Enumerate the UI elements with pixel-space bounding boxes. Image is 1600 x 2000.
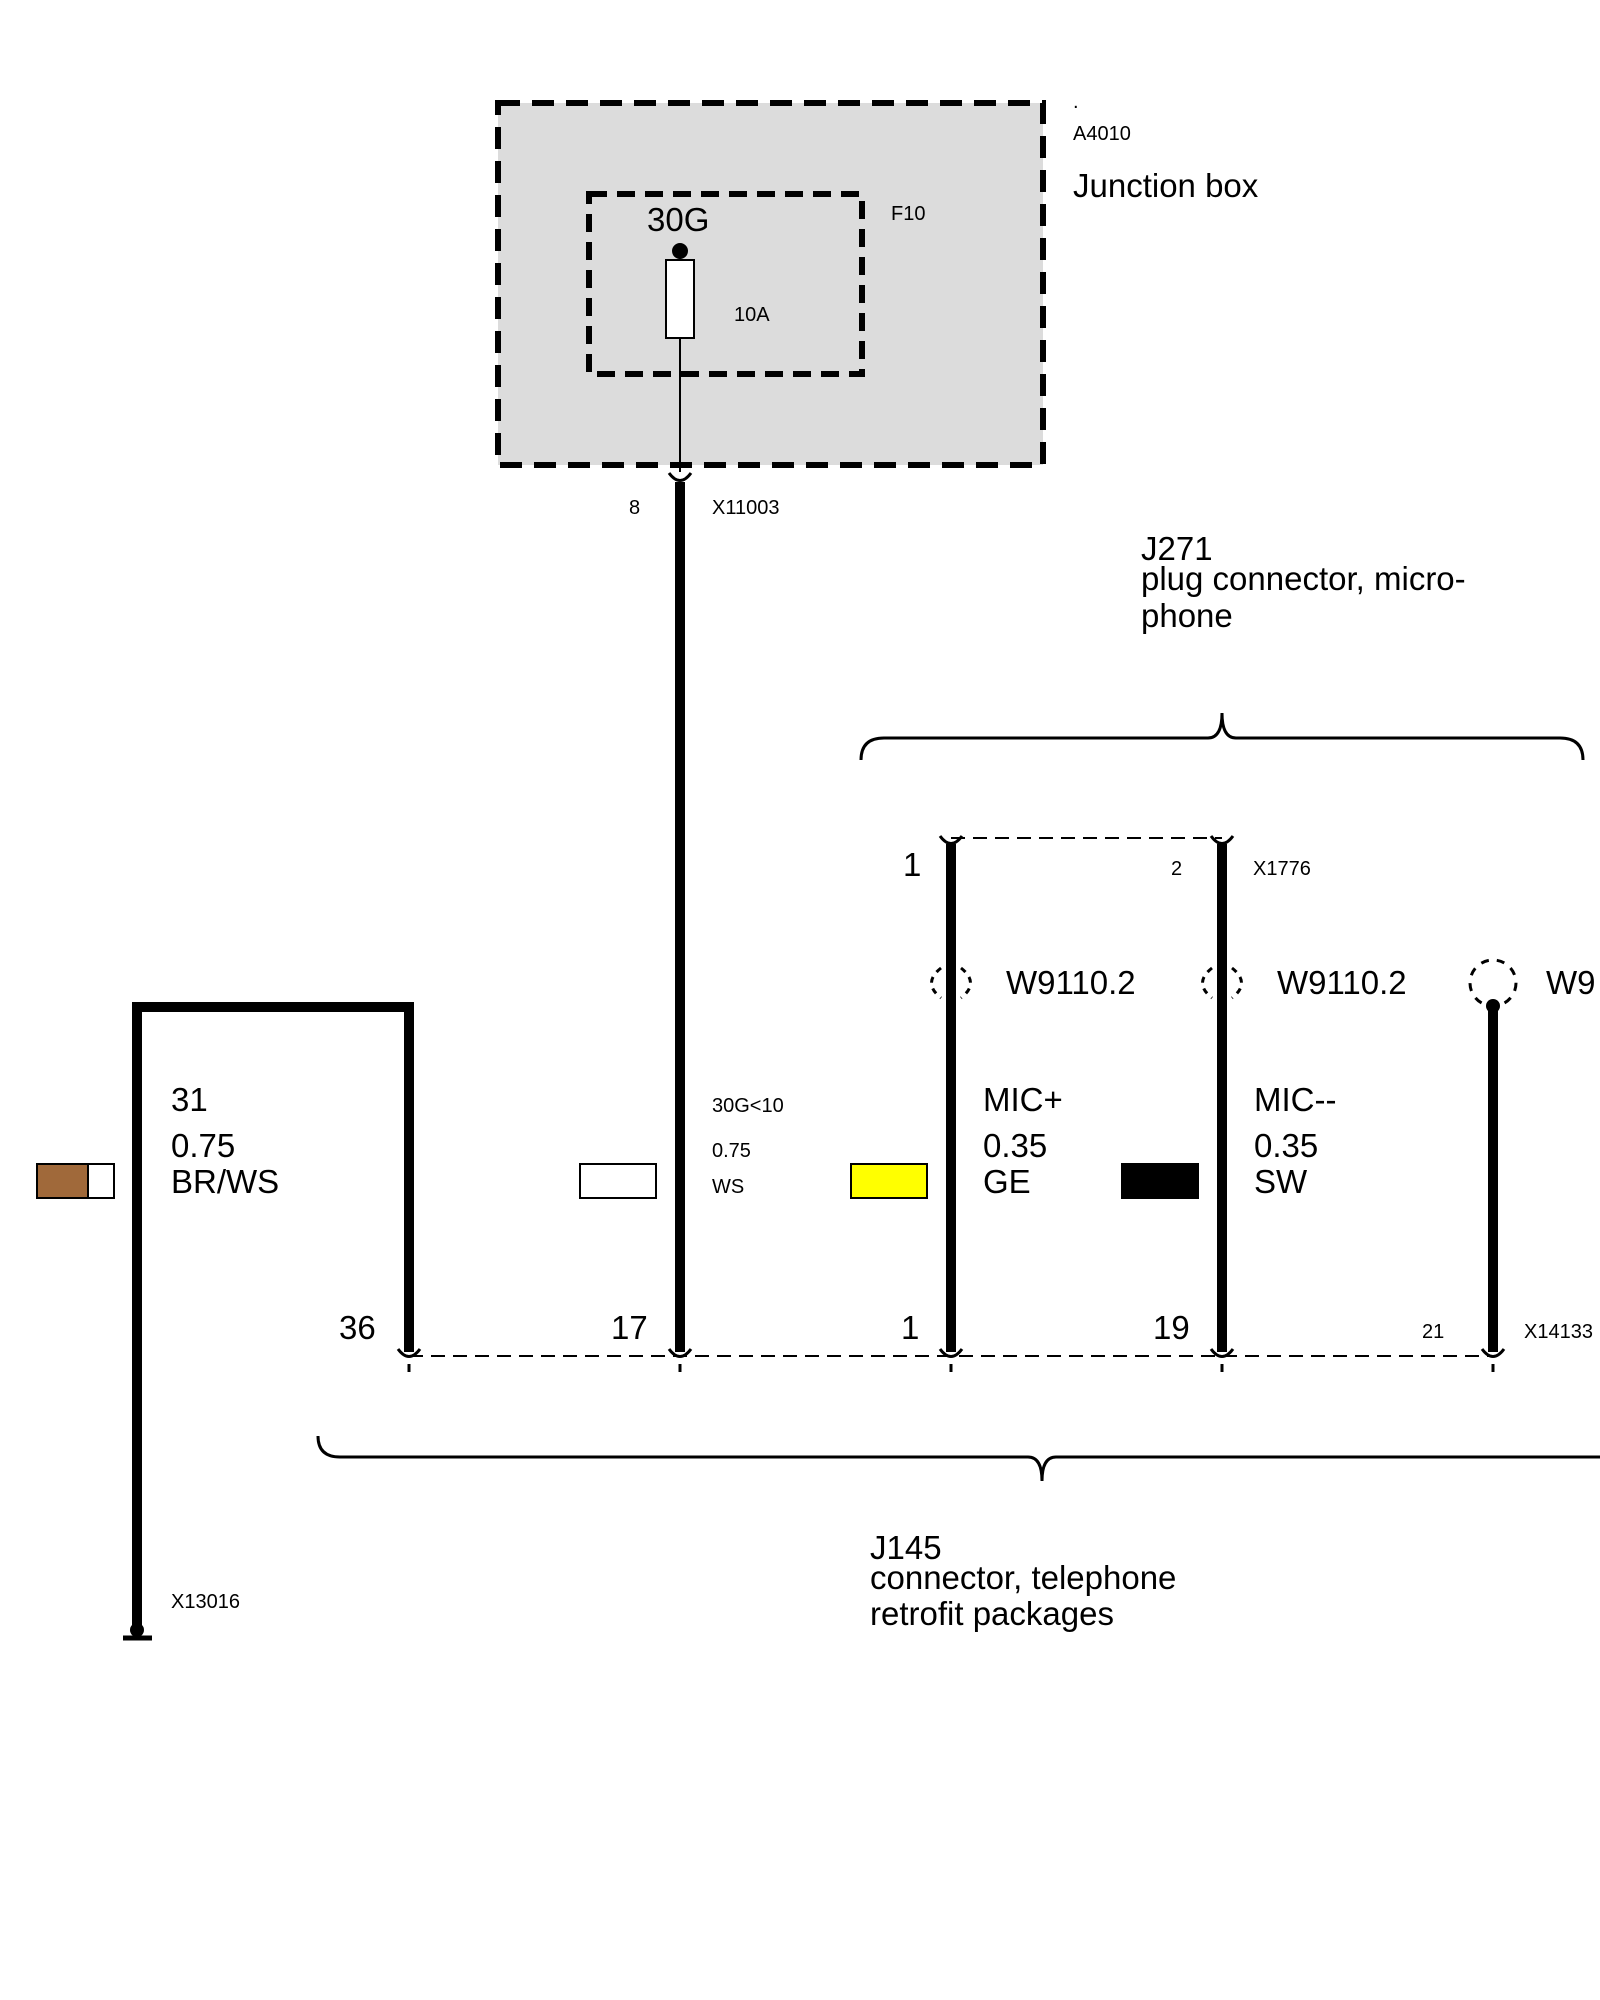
fuse-rating: 10A <box>734 304 770 326</box>
pin-19-label: 19 <box>1153 1309 1190 1346</box>
shield-2-right-arc <box>1231 966 1243 1000</box>
pin-21-socket <box>1480 1348 1506 1372</box>
shield-markers: W9110.2 W9110.2 W9 <box>930 958 1596 1013</box>
fuse-symbol <box>665 259 695 339</box>
j271-desc-line2: phone <box>1141 597 1233 634</box>
wire-mic-plus-color-swatch <box>850 1163 928 1199</box>
fuse-id: F10 <box>891 203 925 225</box>
j271-pin-2-label: 2 <box>1171 858 1182 880</box>
connector-x1776: X1776 <box>1253 858 1311 880</box>
connector-x13016: X13016 <box>171 1591 240 1613</box>
junction-box-id: A4010 <box>1073 123 1131 145</box>
j271-pin-2-socket <box>1209 835 1235 845</box>
connector-x14133: X14133 <box>1524 1321 1593 1343</box>
wire-mic-plus-color-code: GE <box>983 1163 1031 1200</box>
fuse-terminal-label: 30G <box>647 201 709 238</box>
pin-1-socket <box>938 1348 964 1372</box>
wire-mic-minus-signal: MIC-- <box>1254 1081 1336 1118</box>
pin-36-socket <box>396 1348 422 1372</box>
pin-1-label: 1 <box>901 1309 919 1346</box>
wire-31-color-swatch-stripe <box>87 1163 115 1199</box>
j145-desc-line2: retrofit packages <box>870 1595 1114 1632</box>
j145-id: J145 <box>870 1529 942 1566</box>
wire-30g-gauge: 0.75 <box>712 1140 751 1162</box>
wire-mic-minus-color-code: SW <box>1254 1163 1308 1200</box>
junction-box-outline <box>495 100 1046 468</box>
wire-31-signal: 31 <box>171 1081 208 1118</box>
pin-19-socket <box>1209 1348 1235 1372</box>
shield-1-label: W9110.2 <box>1006 964 1136 1001</box>
j145-group: J145 connector, telephone retrofit packa… <box>316 1435 1600 1632</box>
wire-mic-minus-gauge: 0.35 <box>1254 1127 1318 1164</box>
junction-box-dot: . <box>1073 91 1079 113</box>
wire-31-gauge: 0.75 <box>171 1127 235 1164</box>
fuse-f10-outline <box>586 191 865 377</box>
j145-desc-line1: connector, telephone <box>870 1559 1176 1596</box>
j271-id: J271 <box>1141 530 1213 567</box>
j271-desc-line1: plug connector, micro- <box>1141 560 1466 597</box>
shield-2-left-arc <box>1201 966 1213 1000</box>
ground-point: X13016 <box>123 1591 240 1641</box>
shield-2-label: W9110.2 <box>1277 964 1407 1001</box>
shield-1-left-arc <box>930 966 942 1000</box>
pin-8-label: 8 <box>629 497 640 519</box>
j271-group: J271 plug connector, micro- phone 1 2 X1… <box>859 530 1585 883</box>
j271-pin-1-label: 1 <box>903 846 921 883</box>
connector-x11003: X11003 <box>712 497 779 519</box>
wire-mic-plus-gauge: 0.35 <box>983 1127 1047 1164</box>
pin-21-label: 21 <box>1422 1321 1444 1343</box>
wire-31-color-swatch-main <box>36 1163 89 1199</box>
shield-3-dot <box>1486 999 1500 1013</box>
junction-box: . A4010 Junction box F10 30G 10A 8 X1100… <box>495 91 1259 519</box>
wire-30g-color-code: WS <box>712 1176 744 1198</box>
pin-17-socket <box>667 1348 693 1372</box>
ground-dot <box>130 1623 144 1637</box>
j271-brace <box>859 712 1585 761</box>
wire-mic-minus-color-swatch <box>1121 1163 1199 1199</box>
wire-30g-signal: 30G<10 <box>712 1095 784 1117</box>
j271-pin-1-socket <box>938 835 964 845</box>
wire-mic-plus-signal: MIC+ <box>983 1081 1063 1118</box>
shield-1-right-arc <box>960 966 972 1000</box>
bottom-connector: 36 17 1 19 21 X14133 <box>339 1309 1593 1372</box>
pin-8-socket <box>667 472 693 482</box>
wire-labels: 31 0.75 BR/WS 30G<10 0.75 WS MIC+ 0.35 G… <box>36 1081 1336 1200</box>
wire-31-color-code: BR/WS <box>171 1163 279 1200</box>
junction-box-title: Junction box <box>1073 167 1259 204</box>
shield-3-label: W9 <box>1546 964 1596 1001</box>
j145-brace <box>316 1435 1600 1482</box>
wire-31-ground-loop <box>132 1002 414 1630</box>
wire-30g-color-swatch <box>579 1163 657 1199</box>
pin-36-label: 36 <box>339 1309 376 1346</box>
pin-17-label: 17 <box>611 1309 648 1346</box>
wire-runs <box>132 482 1498 1630</box>
